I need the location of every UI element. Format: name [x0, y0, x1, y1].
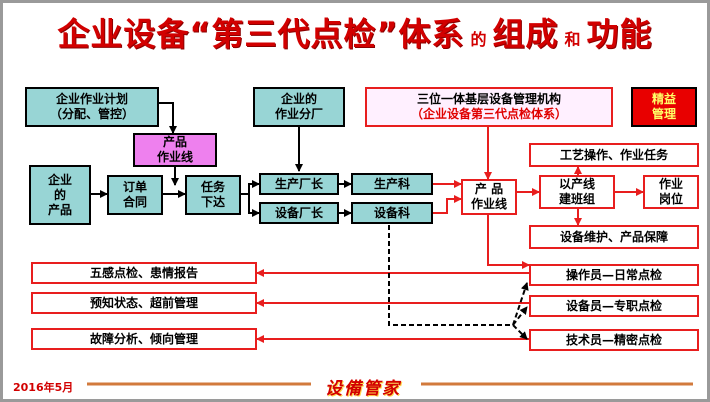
org-label-2: （企业设备第三代点检体系）	[410, 107, 567, 121]
five-sense-inspection-box: 五感点检、患情报告	[31, 262, 257, 284]
equipment-staff-label: 设备员—专职点检	[565, 298, 662, 313]
title-part-3: 功能	[586, 15, 653, 53]
technician-label: 技术员—精密点检	[565, 332, 662, 347]
order-label-1: 订单	[122, 180, 147, 194]
technician-precision-box: 技术员—精密点检	[529, 329, 699, 351]
process-operation-label: 工艺操作、作业任务	[559, 147, 668, 162]
footer-logo: 设備管家	[325, 379, 401, 399]
org-label-1: 三位一体基层设备管理机构	[416, 92, 561, 106]
lean-label-2: 管理	[651, 107, 676, 121]
plan-label-1: 企业作业计划	[55, 92, 128, 106]
order-contract-box: 订单合同	[107, 175, 163, 215]
dashed-equip-dept-to-staff	[388, 225, 528, 326]
operator-label: 操作员—日常点检	[565, 267, 662, 282]
title-conj-2: 和	[564, 30, 581, 49]
production-dept-label: 生产科	[373, 176, 410, 191]
connector-layer	[87, 102, 693, 386]
predictive-state-box: 预知状态、超前管理	[31, 292, 257, 314]
title-part-2: 组成	[492, 15, 559, 53]
management-org-box: 三位一体基层设备管理机构（企业设备第三代点检体系）	[365, 87, 613, 127]
production-manager-box: 生产厂长	[259, 173, 339, 195]
products-label-3: 产品	[47, 202, 72, 217]
enterprise-products-box: 企业的产品	[29, 165, 91, 225]
plan-label-2: （分配、管控）	[49, 107, 134, 121]
task-assign-box: 任务下达	[185, 175, 241, 215]
equipment-manager-box: 设备厂长	[259, 202, 339, 224]
team-label-2: 建班组	[558, 192, 595, 206]
maintenance-label: 设备维护、产品保障	[559, 229, 668, 244]
product-line-top-label-1: 产品	[162, 135, 187, 149]
dashed-equip-dept-to-tech	[512, 324, 528, 340]
arrow-plan-to-product-line	[159, 102, 177, 134]
branch-label-2: 作业分厂	[274, 107, 323, 121]
product-line-center-box: 产 品作业线	[461, 179, 517, 215]
branch-factory-box: 企业的作业分厂	[253, 87, 345, 127]
task-label-1: 任务	[200, 180, 225, 194]
products-label-2: 的	[53, 187, 66, 202]
arrow-equip-dept-to-line-center	[433, 195, 462, 214]
branch-label-1: 企业的	[280, 92, 317, 106]
product-line-top-label-2: 作业线	[156, 150, 193, 164]
predictive-label: 预知状态、超前管理	[89, 295, 198, 310]
line-center-label-2: 作业线	[470, 197, 507, 211]
work-post-box: 作业岗位	[643, 175, 699, 209]
lean-management-box: 精益管理	[631, 87, 697, 127]
footer-date: 2016年5月	[13, 381, 74, 394]
operator-daily-box: 操作员—日常点检	[529, 264, 699, 286]
process-operation-box: 工艺操作、作业任务	[529, 143, 699, 167]
dashed-equip-dept-to-operator	[512, 282, 529, 326]
post-label-1: 作业	[658, 177, 683, 191]
enterprise-plan-box: 企业作业计划（分配、管控）	[25, 87, 159, 127]
title-conj-1: 的	[470, 30, 487, 49]
fault-analysis-box: 故障分析、倾向管理	[31, 328, 257, 350]
equipment-manager-label: 设备厂长	[274, 205, 323, 220]
equipment-staff-box: 设备员—专职点检	[529, 295, 699, 317]
post-label-2: 岗位	[658, 192, 683, 206]
task-label-2: 下达	[200, 195, 225, 209]
arrow-line-center-to-roles	[487, 215, 530, 269]
line-center-label-1: 产 品	[474, 182, 504, 196]
five-sense-label: 五感点检、患情报告	[89, 265, 198, 280]
equipment-dept-label: 设备科	[373, 205, 410, 220]
products-label-1: 企业	[47, 172, 72, 187]
maintenance-box: 设备维护、产品保障	[529, 225, 699, 249]
team-by-line-box: 以产线建班组	[539, 175, 615, 209]
diagram-title: 企业设备“第三代点检”体系的组成和功能	[3, 9, 707, 55]
fault-analysis-label: 故障分析、倾向管理	[89, 331, 198, 346]
order-label-2: 合同	[122, 195, 147, 209]
arrow-task-to-prod-manager	[241, 180, 260, 195]
lean-label-1: 精益	[651, 92, 676, 106]
title-part-1: 企业设备“第三代点检”体系	[57, 15, 465, 53]
production-manager-label: 生产厂长	[274, 176, 323, 191]
arrow-task-to-equip-manager	[248, 194, 260, 217]
production-dept-box: 生产科	[351, 173, 433, 195]
product-line-top-box: 产品作业线	[133, 133, 217, 167]
team-label-1: 以产线	[558, 177, 595, 191]
equipment-dept-box: 设备科	[351, 202, 433, 224]
